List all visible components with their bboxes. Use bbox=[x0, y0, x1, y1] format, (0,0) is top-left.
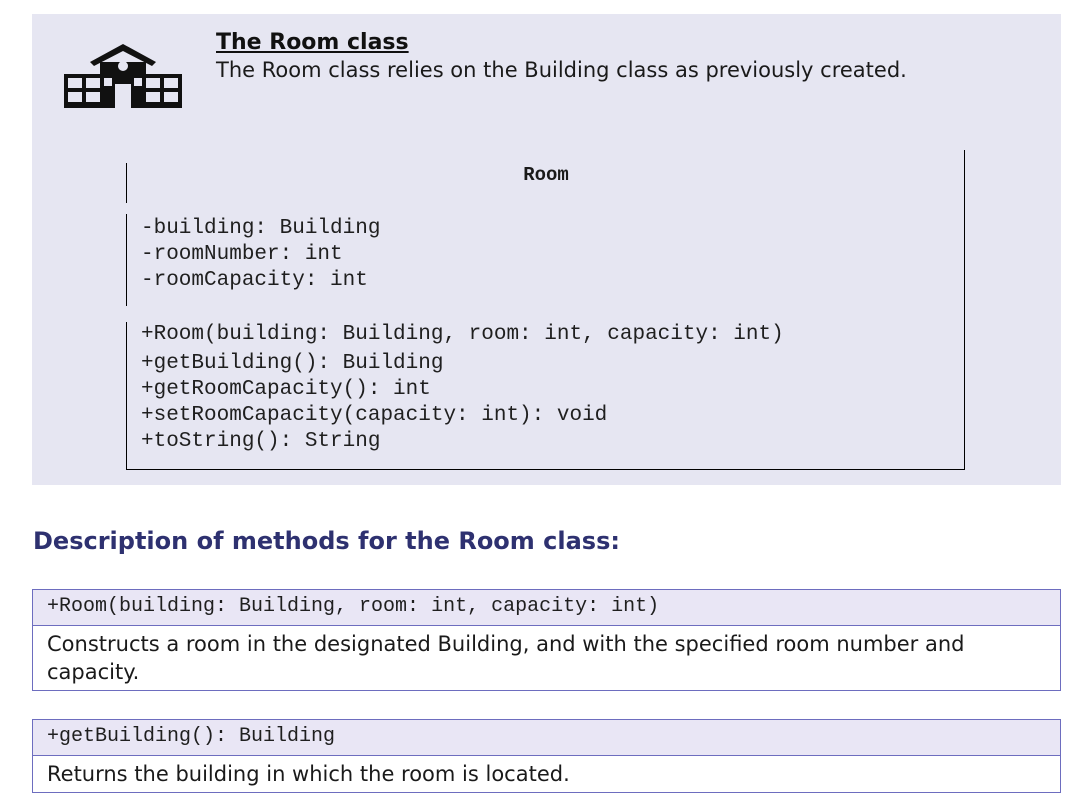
uml-attribute: -roomCapacity: int bbox=[141, 269, 368, 292]
page-subtitle: The Room class relies on the Building cl… bbox=[216, 58, 907, 82]
method-description-table: +getBuilding(): Building Returns the bui… bbox=[32, 719, 1061, 793]
section-heading: Description of methods for the Room clas… bbox=[33, 527, 620, 555]
uml-name-left-border bbox=[126, 163, 127, 203]
method-signature: +getBuilding(): Building bbox=[33, 720, 1060, 756]
intro-panel bbox=[32, 14, 1061, 485]
school-building-icon bbox=[64, 44, 182, 108]
uml-method: +Room(building: Building, room: int, cap… bbox=[141, 323, 784, 346]
uml-class-name: Room bbox=[523, 164, 569, 186]
uml-attributes: -building: Building -roomNumber: int -ro… bbox=[141, 216, 380, 294]
method-description-table: +Room(building: Building, room: int, cap… bbox=[32, 589, 1061, 691]
method-description: Constructs a room in the designated Buil… bbox=[33, 626, 1060, 690]
method-signature: +Room(building: Building, room: int, cap… bbox=[33, 590, 1060, 626]
uml-attribute: -building: Building bbox=[141, 217, 381, 240]
uml-attributes-border bbox=[126, 214, 127, 306]
method-description: Returns the building in which the room i… bbox=[33, 756, 1060, 792]
page-title: The Room class bbox=[216, 30, 409, 55]
uml-methods-border bbox=[126, 322, 965, 470]
uml-method: +toString(): String bbox=[141, 430, 381, 453]
uml-attribute: -roomNumber: int bbox=[141, 243, 343, 266]
uml-method: +getRoomCapacity(): int bbox=[141, 378, 431, 401]
uml-method: +setRoomCapacity(capacity: int): void bbox=[141, 404, 608, 427]
uml-methods: +Room(building: Building, room: int, cap… bbox=[141, 322, 784, 455]
uml-right-border bbox=[964, 150, 965, 470]
uml-method: +getBuilding(): Building bbox=[141, 352, 444, 375]
